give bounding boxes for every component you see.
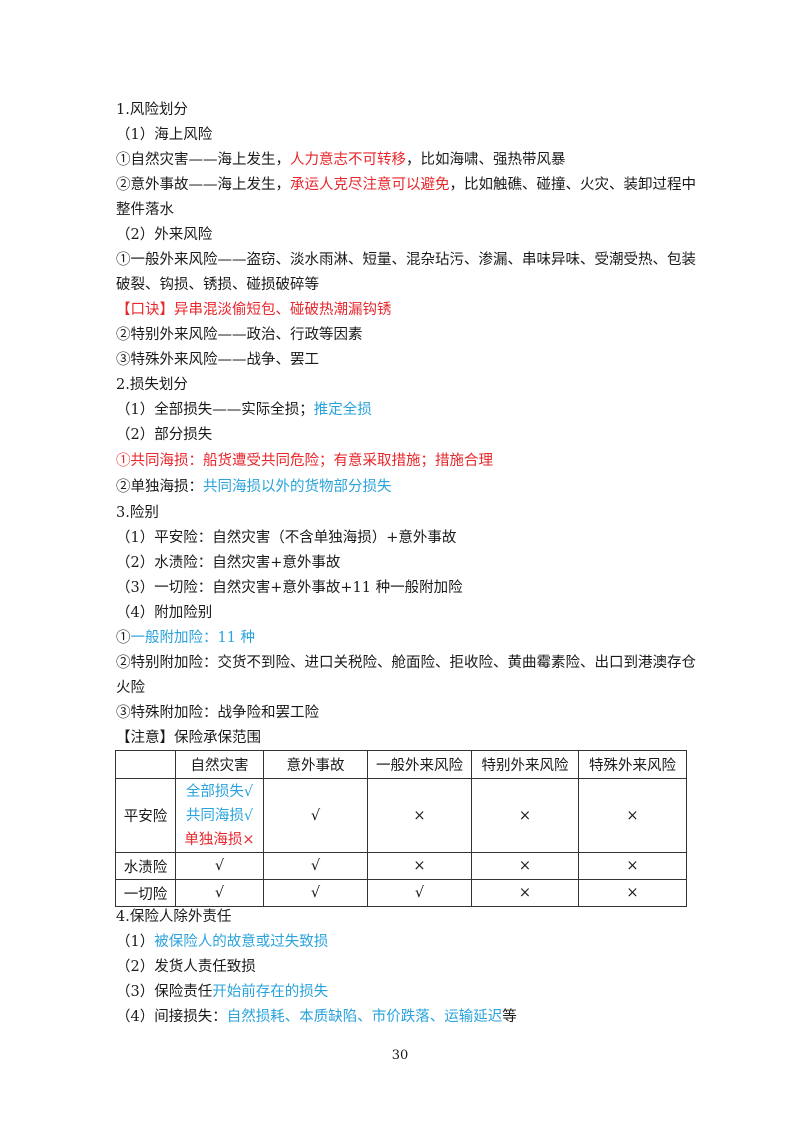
header-cell: [115, 750, 176, 779]
header-cell: 意外事故: [263, 750, 368, 779]
header-cell: 特别外来风险: [471, 750, 579, 779]
coverage-table: 自然灾害 意外事故 一般外来风险 特别外来风险 特殊外来风险 平安险 全部损失√…: [115, 750, 687, 907]
total-loss-line: （1）全部损失——实际全损；推定全损: [116, 402, 372, 418]
table-cell: ×: [471, 778, 579, 853]
section-2-title: 2.损失划分: [116, 377, 188, 393]
header-cell: 一般外来风险: [367, 750, 472, 779]
extra-external-risk-line: ③特殊外来风险——战争、罢工: [116, 352, 319, 368]
highlight-blue: 自然损耗、本质缺陷、市价跌落、运输延迟: [226, 1009, 503, 1025]
table-cell: √: [263, 778, 368, 853]
note-heading: 【注意】保险承保范围: [116, 730, 261, 746]
table-cell: √: [263, 879, 368, 907]
table-cell: ×: [367, 852, 472, 880]
special-external-risk-line: ②特别外来风险——政治、行政等因素: [116, 327, 363, 343]
table-cell: ×: [578, 879, 687, 907]
check-mark: √: [243, 783, 254, 800]
exclusion-line-4: （4）间接损失：自然损耗、本质缺陷、市价跌落、运输延迟等: [116, 1009, 517, 1025]
total-loss-item: 全部损失√: [185, 783, 254, 800]
section-3-title: 3.险别: [116, 505, 159, 521]
table-row: 一切险 √ √ √ × ×: [115, 879, 687, 907]
table-row: 水渍险 √ √ × × ×: [115, 852, 687, 880]
extra-additional-line: ③特殊附加险：战争险和罢工险: [116, 705, 319, 721]
highlight-blue: 一般附加险：11 种: [130, 630, 256, 646]
table-cell: ×: [367, 778, 472, 853]
special-additional-cont: 火险: [116, 680, 145, 696]
general-average-item: 共同海损√: [185, 807, 254, 824]
check-mark: √: [243, 807, 254, 824]
general-external-risk-line: ①一般外来风险——盗窃、淡水雨淋、短量、混杂玷污、渗漏、串味异味、受潮受热、包装: [116, 252, 696, 268]
special-additional-line: ②特别附加险：交货不到险、进口关税险、舱面险、拒收险、黄曲霉素险、出口到港澳存仓: [116, 655, 696, 671]
mnemonic: 【口诀】异串混淡偷短包、碰破热潮漏钩锈: [116, 302, 392, 318]
natural-disaster-cell: 全部损失√ 共同海损√ 单独海损×: [175, 778, 264, 853]
accident-line: ②意外事故——海上发生，承运人克尽注意可以避免，比如触礁、碰撞、火灾、装卸过程中: [116, 177, 696, 193]
header-cell: 特殊外来风险: [578, 750, 687, 779]
table-cell: √: [367, 879, 472, 907]
table-cell: ×: [471, 879, 579, 907]
natural-disaster-line: ①自然灾害——海上发生，人力意志不可转移，比如海啸、强热带风暴: [116, 152, 566, 168]
wpa-line: （2）水渍险：自然灾害+意外事故: [116, 555, 341, 571]
particular-average-item: 单独海损×: [184, 831, 255, 848]
table-row: 平安险 全部损失√ 共同海损√ 单独海损× √ × × ×: [115, 778, 687, 853]
table-cell: √: [175, 879, 264, 907]
table-cell: √: [175, 852, 264, 880]
general-additional-line: ①一般附加险：11 种: [116, 630, 256, 646]
cross-mark: ×: [242, 831, 255, 848]
subheading-sea-risk: （1）海上风险: [116, 127, 213, 143]
general-external-risk-cont: 破裂、钩损、锈损、碰损破碎等: [116, 277, 319, 293]
general-average-line: ①共同海损：船货遭受共同危险；有意采取措施；措施合理: [116, 453, 493, 469]
highlight-blue: 被保险人的故意或过失致损: [154, 934, 329, 950]
accident-line-cont: 整件落水: [116, 202, 174, 218]
table-cell: ×: [471, 852, 579, 880]
additional-risks-heading: （4）附加险别: [116, 605, 213, 621]
exclusion-line-3: （3）保险责任开始前存在的损失: [116, 984, 329, 1000]
exclusion-line-2: （2）发货人责任致损: [116, 959, 256, 975]
subheading-external-risk: （2）外来风险: [116, 227, 213, 243]
highlight-red: 人力意志不可转移: [290, 152, 406, 168]
all-risks-line: （3）一切险：自然灾害+意外事故+11 种一般附加险: [116, 580, 463, 596]
table-cell: ×: [578, 778, 687, 853]
table-cell: √: [263, 852, 368, 880]
page-number: 30: [391, 1048, 409, 1063]
partial-loss-heading: （2）部分损失: [116, 427, 213, 443]
table-cell: ×: [578, 852, 687, 880]
highlight-blue: 推定全损: [313, 402, 372, 418]
highlight-blue: 共同海损以外的货物部分损失: [203, 479, 392, 495]
row-label: 平安险: [115, 778, 176, 853]
header-cell: 自然灾害: [175, 750, 264, 779]
exclusion-line-1: （1）被保险人的故意或过失致损: [116, 934, 329, 950]
particular-average-line: ②单独海损：共同海损以外的货物部分损失: [116, 479, 392, 495]
fpa-line: （1）平安险：自然灾害（不含单独海损）+意外事故: [116, 530, 457, 546]
table-header-row: 自然灾害 意外事故 一般外来风险 特别外来风险 特殊外来风险: [115, 750, 687, 779]
row-label: 一切险: [115, 879, 176, 907]
row-label: 水渍险: [115, 852, 176, 880]
section-1-title: 1.风险划分: [116, 102, 188, 118]
highlight-red: 承运人克尽注意可以避免: [290, 177, 450, 193]
section-4-title: 4.保险人除外责任: [116, 909, 232, 925]
highlight-blue: 开始前存在的损失: [212, 984, 329, 1000]
